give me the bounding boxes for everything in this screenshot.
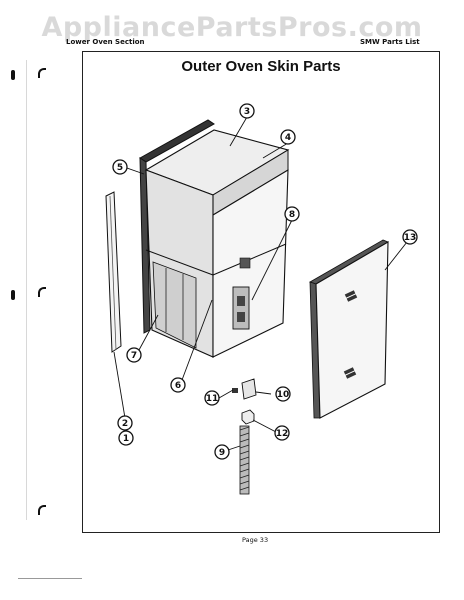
callout-label: 9: [219, 448, 225, 458]
callout-label: 4: [285, 133, 291, 143]
callout-circle: [117, 415, 133, 431]
callout-circle: [275, 386, 291, 402]
callout-7: 7: [126, 347, 142, 363]
callout-label: 10: [277, 390, 290, 400]
callout-13: 13: [402, 229, 418, 245]
callout-2: 2: [117, 415, 133, 431]
callout-label: 7: [131, 351, 137, 361]
callout-label: 11: [206, 394, 219, 404]
callout-3: 3: [239, 103, 255, 119]
callout-label: 3: [244, 107, 250, 117]
callout-circle: [112, 159, 128, 175]
oven-box: [139, 119, 290, 358]
diagram-frame: [82, 51, 440, 533]
callout-circle: [170, 377, 186, 393]
callout-circle: [280, 129, 296, 145]
watermark-text: AppliancePartsPros.com: [41, 12, 423, 43]
callout-9: 9: [214, 444, 230, 460]
binder-tick-mark: [38, 68, 46, 78]
diagram-title: Outer Oven Skin Parts: [181, 58, 341, 75]
callout-1: 1: [118, 430, 134, 446]
threaded-rod: [239, 425, 250, 495]
callout-circle: [214, 444, 230, 460]
callout-circle: [118, 430, 134, 446]
bottom-rule: [18, 578, 82, 579]
callout-label: 8: [289, 210, 295, 220]
callout-11: 11: [204, 390, 220, 406]
callout-12: 12: [274, 425, 290, 441]
callout-circle: [402, 229, 418, 245]
callout-circle: [274, 425, 290, 441]
binder-tick-mark: [38, 505, 46, 515]
callout-5: 5: [112, 159, 128, 175]
section-header: Lower Oven Section: [66, 38, 145, 46]
callout-10: 10: [275, 386, 291, 402]
leader-lines: [113, 116, 408, 451]
parts-list-header: SMW Parts List: [360, 38, 420, 46]
callout-label: 12: [276, 429, 289, 439]
binder-hole-mark: [11, 70, 15, 80]
callout-circle: [204, 390, 220, 406]
small-parts: [232, 378, 257, 495]
callout-label: 13: [404, 233, 417, 243]
callout-label: 2: [122, 419, 128, 429]
callout-label: 5: [117, 163, 123, 173]
side-panel: [309, 239, 389, 419]
margin-line: [26, 60, 27, 520]
callout-4: 4: [280, 129, 296, 145]
callout-8: 8: [284, 206, 300, 222]
callout-circle: [126, 347, 142, 363]
side-trim-strip: [105, 191, 122, 353]
callout-label: 1: [123, 434, 129, 444]
callout-6: 6: [170, 377, 186, 393]
binder-tick-mark: [38, 287, 46, 297]
page-number: Page 33: [242, 536, 269, 544]
callout-label: 6: [175, 381, 181, 391]
binder-hole-mark: [11, 290, 15, 300]
callout-circle: [239, 103, 255, 119]
callout-circle: [284, 206, 300, 222]
